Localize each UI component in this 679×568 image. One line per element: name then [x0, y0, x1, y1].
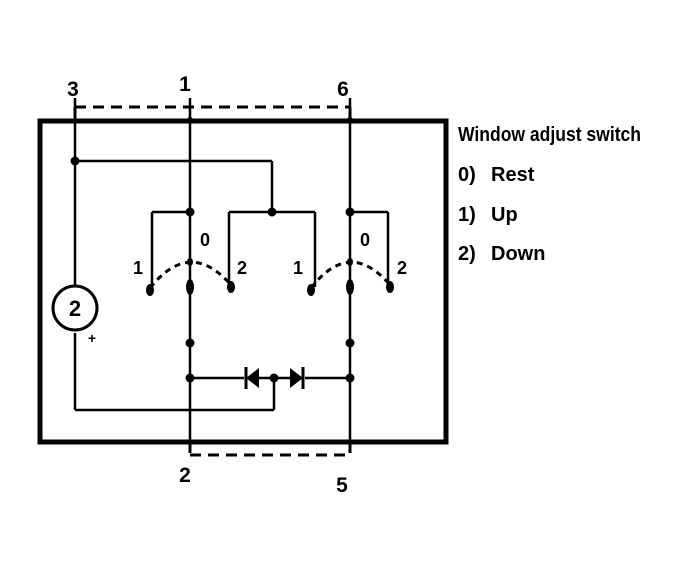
- left-switch-down-label: 2: [237, 258, 247, 278]
- diode-left-icon: [246, 368, 259, 388]
- diode-right-icon: [290, 368, 303, 388]
- legend-label-up: Up: [491, 204, 518, 226]
- terminal-1-label: 1: [179, 73, 191, 96]
- legend-label-down: Down: [491, 243, 545, 265]
- terminal-6-label: 6: [337, 78, 349, 101]
- terminal-2-label: 2: [179, 464, 191, 487]
- terminal-5-label: 5: [336, 474, 348, 497]
- lamp-symbol: 2 +: [51, 284, 99, 346]
- legend-key-rest: 0): [458, 164, 476, 186]
- lamp-label: 2: [69, 296, 81, 321]
- diode-pair: [244, 367, 305, 389]
- junction-dots: [70, 117, 355, 383]
- right-switch-rest-label: 0: [360, 230, 370, 250]
- right-switch-down-label: 2: [397, 258, 407, 278]
- legend-key-up: 1): [458, 204, 476, 226]
- legend-label-rest: Rest: [491, 164, 535, 186]
- terminal-labels: 3 1 6 2 5: [67, 73, 349, 497]
- terminal-3-label: 3: [67, 78, 79, 101]
- lamp-polarity: +: [88, 330, 96, 346]
- lamp-circle-icon: [51, 284, 99, 332]
- left-switch-up-label: 1: [133, 258, 143, 278]
- legend-key-down: 2): [458, 243, 476, 265]
- switch-housing: [37, 118, 449, 445]
- left-switch-rest-label: 0: [200, 230, 210, 250]
- legend: Window adjust switch 0) Rest 1) Up 2) Do…: [458, 124, 641, 265]
- switch-wipers: [148, 260, 392, 289]
- legend-title: Window adjust switch: [458, 124, 641, 146]
- dashed-contact-box: [73, 105, 352, 457]
- switch-position-labels: 1 0 2 1 0 2: [133, 230, 407, 278]
- switch-contacts: [146, 258, 394, 296]
- right-switch-up-label: 1: [293, 258, 303, 278]
- wiring: [73, 98, 390, 442]
